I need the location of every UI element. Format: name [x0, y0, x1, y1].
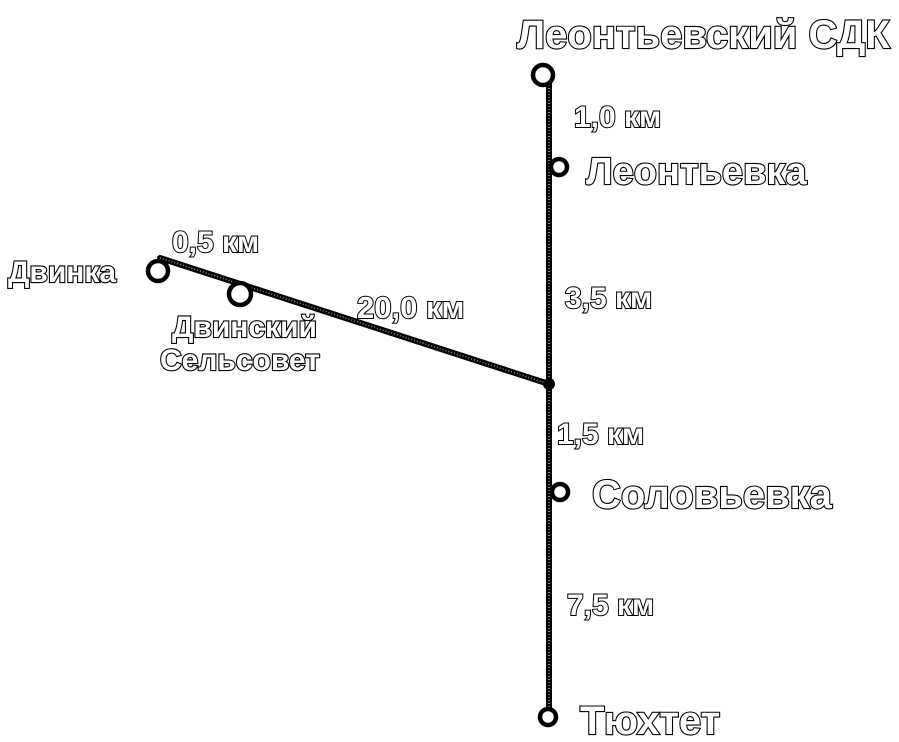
stop-dvinsky-selsovet — [226, 280, 254, 308]
distance-label-sdk-leontyevka: 1,0 км — [574, 101, 661, 134]
distance-label-junction-solovyevka: 1,5 км — [557, 418, 644, 451]
stop-solovyevka — [549, 481, 571, 503]
station-label-dvinsky-line1: Двинский — [172, 311, 317, 344]
distance-label-dvinka-dvinsky: 0,5 км — [172, 226, 259, 259]
station-label-dvinsky-line2: Сельсовет — [160, 344, 320, 377]
station-label-solovyevka: Соловьевка — [592, 473, 833, 517]
station-label-leontyevsky-sdk: Леонтьевский СДК — [517, 13, 890, 57]
stop-tyukhtet — [537, 706, 559, 728]
stop-leontyevsky-sdk — [530, 62, 556, 88]
branch-route-line-texture — [159, 257, 550, 385]
station-label-dvinka: Двинка — [8, 256, 116, 289]
distance-label-leontyevka-junction: 3,5 км — [565, 282, 652, 315]
junction-node — [543, 378, 555, 390]
distance-label-solovyevka-tyukhtet: 7,5 км — [567, 589, 654, 622]
stop-dvinka — [145, 258, 171, 284]
station-label-tyukhtet: Тюхтет — [580, 699, 720, 742]
stop-leontyevka — [548, 156, 570, 178]
distance-label-dvinsky-junction: 20,0 км — [357, 290, 464, 325]
station-label-leontyevka: Леонтьевка — [586, 151, 807, 193]
